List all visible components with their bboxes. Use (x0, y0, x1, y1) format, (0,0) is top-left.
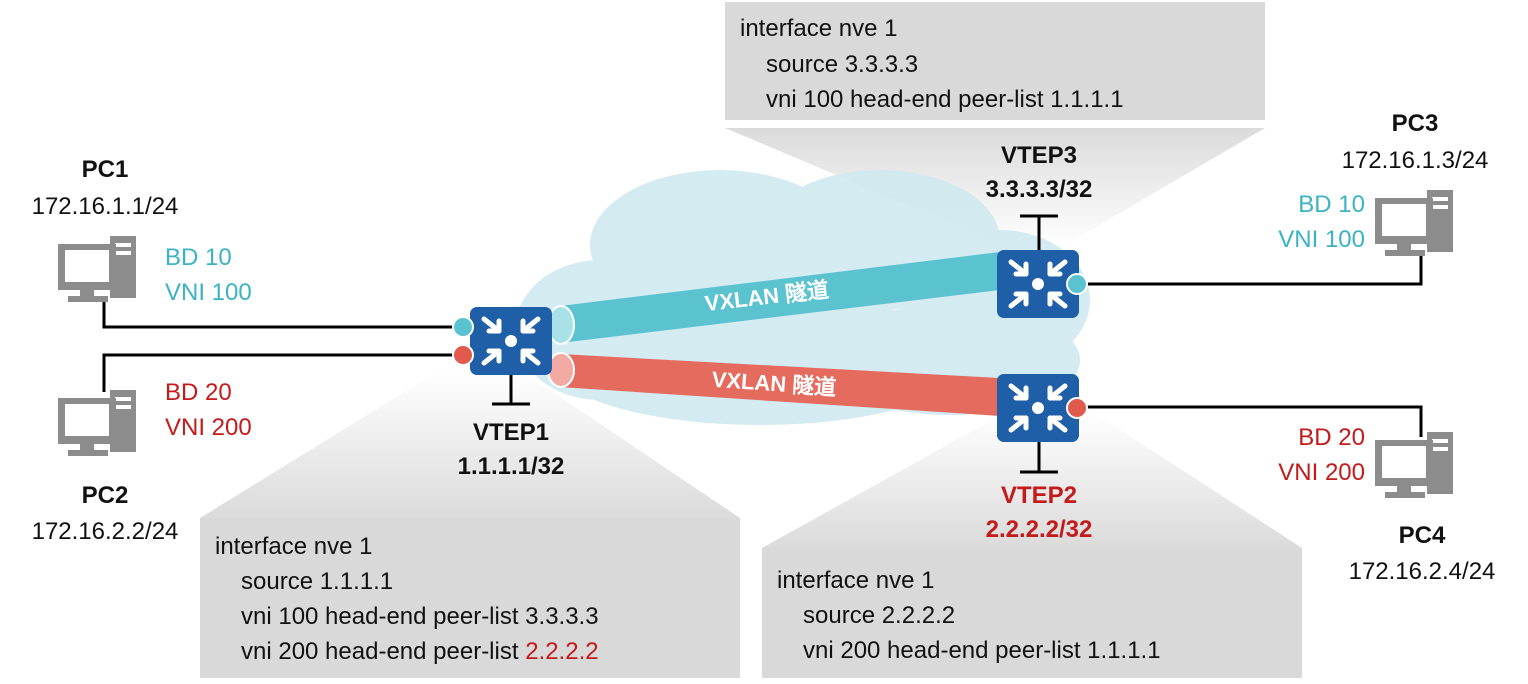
vtep3-ip: 3.3.3.3/32 (986, 176, 1093, 203)
config-vtep2-line2: source 2.2.2.2 (803, 602, 955, 629)
pc3-bd: BD 10 (1298, 191, 1365, 218)
config-box-vtep3 (725, 2, 1265, 120)
config-vtep1-line4-peer: 2.2.2.2 (525, 638, 598, 665)
config-box-vtep1 (200, 518, 740, 678)
vtep2-ip: 2.2.2.2/32 (986, 516, 1093, 543)
link-vtep2-pc4 (1078, 405, 1423, 437)
config-vtep1-line4-prefix: vni 200 head-end peer-list (241, 638, 525, 665)
link-pc2-vtep1 (102, 353, 470, 392)
pc2-name: PC2 (82, 482, 129, 509)
pc3-computer-icon[interactable] (1375, 190, 1453, 256)
pc2-computer-icon[interactable] (58, 390, 136, 456)
pc4-vni: VNI 200 (1278, 459, 1365, 486)
pc4-ip: 172.16.2.4/24 (1349, 558, 1496, 585)
pc3-name: PC3 (1392, 110, 1439, 137)
port-dot-pc3 (1066, 273, 1088, 295)
pc3-ip: 172.16.1.3/24 (1342, 147, 1489, 174)
config-vtep1-line2: source 1.1.1.1 (241, 568, 393, 595)
link-pc1-vtep1 (102, 300, 470, 329)
pc2-bd: BD 20 (165, 379, 232, 406)
vtep3-name: VTEP3 (1001, 142, 1077, 169)
pc4-bd: BD 20 (1298, 424, 1365, 451)
config-vtep2-line3: vni 200 head-end peer-list 1.1.1.1 (803, 637, 1161, 664)
pc1-vni: VNI 100 (165, 279, 252, 306)
config-fan-vtep3 (725, 128, 1265, 248)
port-dot-pc2 (452, 344, 474, 366)
vtep2-name: VTEP2 (1001, 482, 1077, 509)
vtep1-name: VTEP1 (473, 419, 549, 446)
config-vtep1-line3: vni 100 head-end peer-list 3.3.3.3 (241, 603, 599, 630)
config-vtep1-line1: interface nve 1 (215, 533, 372, 560)
config-box-vtep2 (762, 548, 1302, 678)
config-vtep3-line3: vni 100 head-end peer-list 1.1.1.1 (766, 86, 1124, 113)
config-fan-vtep1 (200, 370, 740, 518)
link-vtep3-pc3 (1078, 254, 1423, 286)
pc1-computer-icon[interactable] (58, 236, 136, 302)
links (102, 214, 1423, 474)
pc4-name: PC4 (1399, 522, 1446, 549)
config-vtep1-line4: vni 200 head-end peer-list 2.2.2.2 (241, 638, 599, 665)
vxlan-tunnel-teal (560, 252, 1000, 343)
config-vtep3-line2: source 3.3.3.3 (766, 51, 918, 78)
port-dot-pc4 (1066, 397, 1088, 419)
config-vtep3-line1: interface nve 1 (740, 15, 897, 42)
pc1-bd: BD 10 (165, 244, 232, 271)
config-vtep2-line1: interface nve 1 (777, 567, 934, 594)
pc1-name: PC1 (82, 156, 129, 183)
port-dot-pc1 (452, 316, 474, 338)
config-fan-vtep2 (762, 410, 1302, 548)
vxlan-tunnel-red (560, 354, 1000, 416)
pc2-ip: 172.16.2.2/24 (32, 518, 179, 545)
vtep1-switch-icon[interactable] (470, 307, 552, 375)
vtep1-ip: 1.1.1.1/32 (458, 453, 565, 480)
pc4-computer-icon[interactable] (1375, 432, 1453, 498)
pc3-vni: VNI 100 (1278, 226, 1365, 253)
pc1-ip: 172.16.1.1/24 (32, 193, 179, 220)
pc2-vni: VNI 200 (165, 414, 252, 441)
